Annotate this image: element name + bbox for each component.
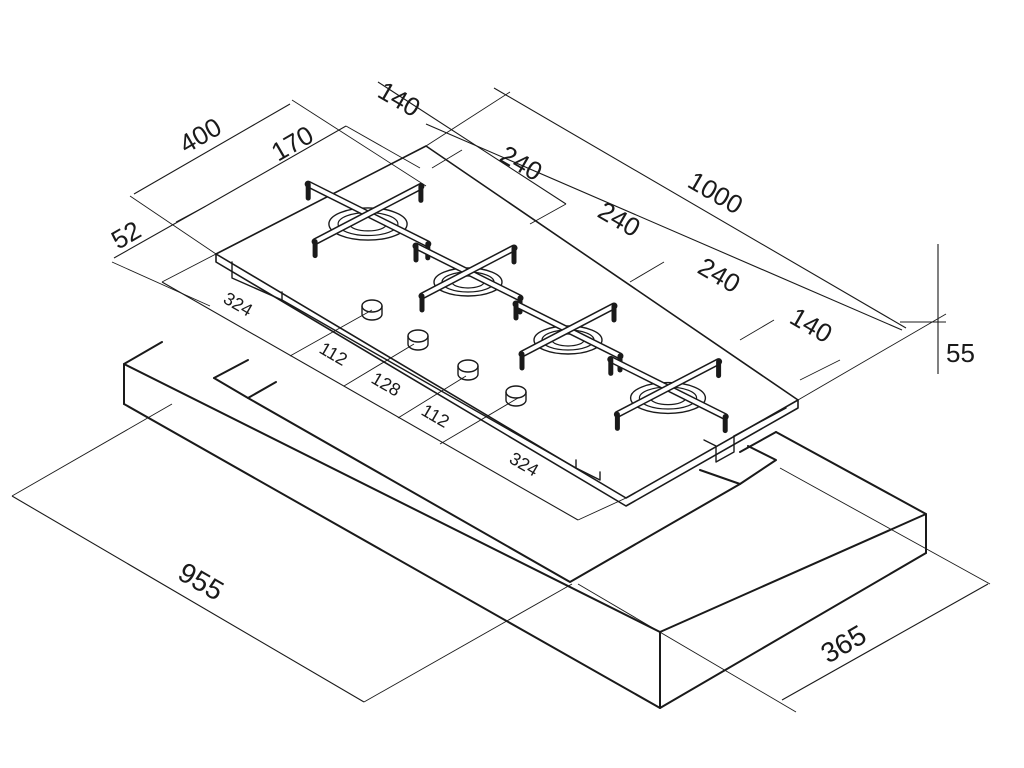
- label-240-b: 240: [593, 195, 646, 243]
- knob-top: [505, 385, 527, 399]
- dimension-lines: [11, 81, 991, 713]
- ext-line: [629, 261, 665, 283]
- ext-line: [363, 583, 573, 703]
- glass-edge: [215, 253, 799, 507]
- burner: [607, 355, 729, 434]
- knob-body: [457, 365, 479, 381]
- label-955: 955: [173, 556, 229, 606]
- body-underside-left: [231, 261, 283, 301]
- knob-body: [505, 391, 527, 407]
- ext-line: [343, 343, 415, 387]
- body-underside-right: [703, 435, 735, 463]
- ext-line: [425, 91, 511, 147]
- label-240-a: 240: [495, 139, 548, 187]
- ext-line: [175, 205, 207, 223]
- cutout-edge-left: [213, 377, 277, 399]
- dim-line-1000: [493, 87, 907, 329]
- pan-support-arm-fill: [520, 304, 616, 356]
- burner: [412, 242, 524, 315]
- ext-line: [529, 203, 567, 225]
- ext-line: [797, 313, 947, 401]
- dim-line-365: [781, 583, 989, 701]
- countertop-slab: [123, 341, 927, 709]
- ext-line: [779, 467, 991, 585]
- burner-ring: [328, 207, 408, 241]
- ext-line: [11, 403, 173, 497]
- cutout-corner-left: [213, 359, 249, 379]
- ext-line: [289, 309, 373, 357]
- label-170: 170: [266, 120, 319, 168]
- label-140-top: 140: [373, 75, 426, 123]
- ext-line: [431, 149, 463, 169]
- label-324-a: 324: [220, 288, 256, 320]
- cutout-edge-front: [247, 397, 741, 583]
- cutout-corner-right: [699, 445, 777, 485]
- pan-support-arm-fill: [313, 184, 423, 244]
- dim-line-400: [133, 103, 291, 195]
- burner: [512, 300, 624, 373]
- ext-line: [291, 99, 427, 187]
- body-underside-foot: [575, 467, 601, 481]
- knob-body: [361, 305, 383, 321]
- label-52: 52: [106, 215, 146, 255]
- body-underside-back: [733, 407, 787, 437]
- dim-line-955: [11, 495, 365, 703]
- cutout-edge-back: [739, 431, 777, 453]
- control-knob: [457, 359, 479, 381]
- dimension-labels: 140 400 170 52 240 240 240 140 1000 55 3…: [106, 75, 975, 669]
- label-55: 55: [946, 338, 975, 368]
- slab-top-edge: [123, 341, 927, 633]
- dim-line-chain: [425, 123, 903, 331]
- pan-support-arm-fill: [615, 359, 721, 417]
- ext-line: [799, 359, 841, 381]
- ext-line: [111, 261, 211, 307]
- ext-line: [439, 397, 519, 445]
- label-365: 365: [816, 619, 872, 669]
- knob-top: [457, 359, 479, 373]
- label-112-b: 112: [418, 400, 453, 432]
- label-140-right: 140: [785, 301, 838, 349]
- control-knob: [407, 329, 429, 351]
- pan-support-arm-fill: [420, 246, 516, 298]
- control-knob: [505, 385, 527, 407]
- burner-ring: [533, 325, 603, 355]
- ext-line: [345, 125, 421, 169]
- knob-body: [407, 335, 429, 351]
- label-1000: 1000: [683, 165, 748, 220]
- ext-line: [739, 319, 775, 341]
- ext-line: [397, 375, 467, 419]
- burner-ring: [433, 267, 503, 297]
- label-128: 128: [368, 368, 404, 400]
- dim-line-170: [205, 125, 347, 207]
- knob-top: [407, 329, 429, 343]
- burner-group: [304, 180, 729, 434]
- label-400: 400: [174, 112, 227, 160]
- burner-ring: [629, 381, 707, 415]
- ext-line: [161, 253, 217, 283]
- ext-line: [577, 583, 797, 713]
- dim-line-top: [377, 81, 567, 205]
- ext-line: [577, 497, 627, 521]
- label-112-a: 112: [316, 338, 351, 370]
- burner: [304, 180, 432, 261]
- slab-bottom-edge: [123, 403, 927, 709]
- dim-line-front: [161, 281, 579, 521]
